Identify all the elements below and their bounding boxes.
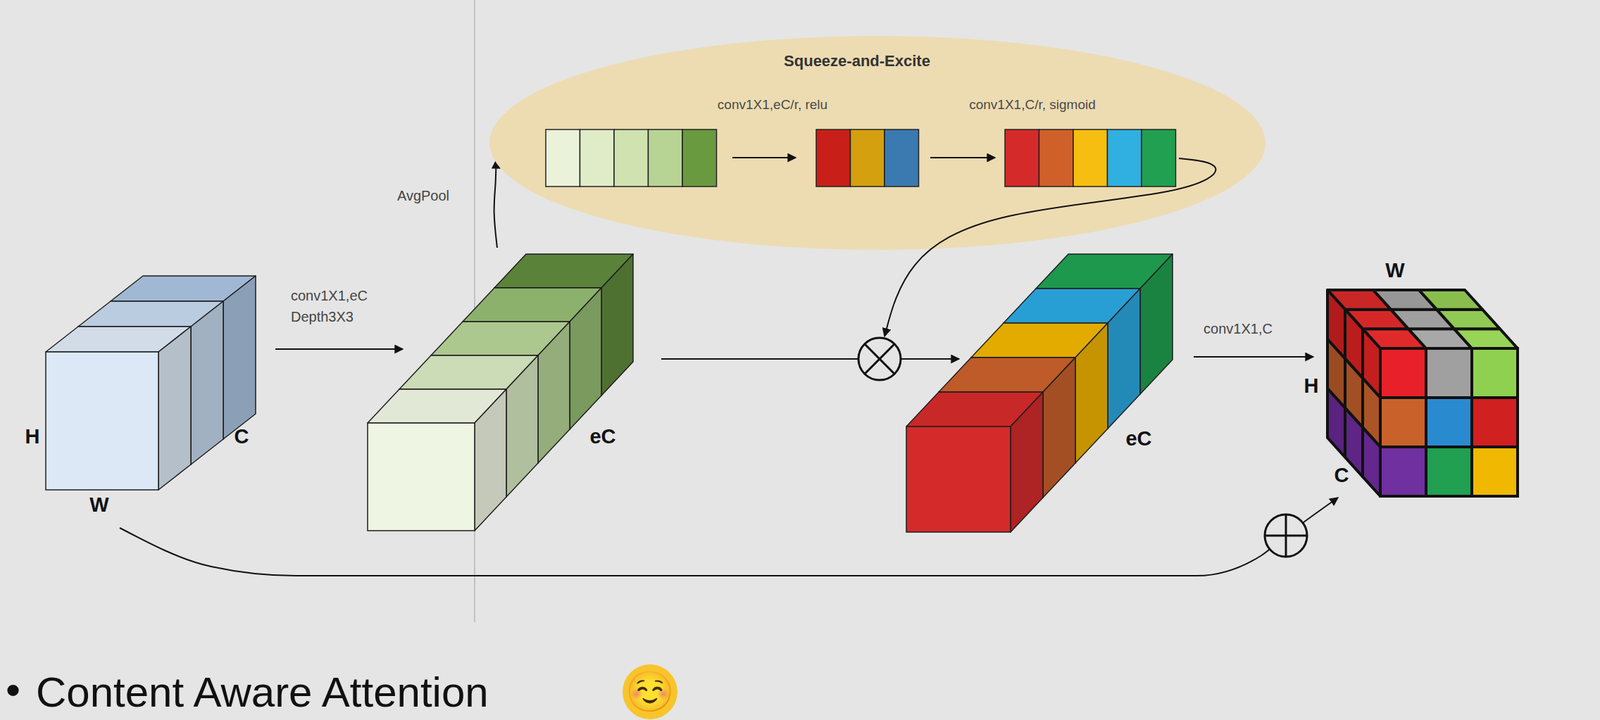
slab-side [506,355,539,498]
add-symbol [1264,514,1308,558]
tensor-slab [367,389,507,531]
vector-cell [682,129,717,187]
reweighted-tensor [906,254,1173,533]
se-ellipse [489,35,1266,250]
cube-cell [1471,397,1518,448]
operation-label: conv1X1,C/r, sigmoid [969,96,1096,114]
vector-cell [545,129,581,187]
cube-cell [1419,290,1483,310]
slide-text: Content Aware Attention [35,666,489,720]
dimension-label: H [1304,373,1320,399]
scale-arrow [884,158,1216,337]
se-arrow [732,157,796,159]
symbol-stroke [864,344,895,374]
slab-front [367,423,475,531]
tensor-slab [906,392,1043,533]
excite-vector [1004,129,1177,187]
cube-cell [1426,348,1472,398]
cube-cell [1426,397,1472,448]
connector [119,497,1339,577]
vector-cell [614,129,649,187]
vector-cell [1141,129,1177,187]
slab-front [45,352,159,491]
slab-side [223,276,256,440]
slab-side [1042,357,1076,498]
slab-front [906,426,1011,533]
dimension-label: C [1334,463,1350,489]
slab-side [1107,288,1141,429]
cube-cell [1471,447,1518,497]
slab-side [474,389,507,531]
dimension-label: eC [589,424,616,450]
slab-side [538,321,570,464]
vector-cell [580,129,615,187]
emoji: ☺️ [622,664,678,720]
dimension-label: W [1385,258,1405,284]
connector [661,358,960,360]
vector-cell [816,129,851,187]
reweighted-tensor-block: eC [906,254,1173,533]
edge-label: conv1X1,eC Depth3X3 [290,285,383,328]
connector [1193,356,1314,358]
vector-cell [1004,129,1040,187]
cube-cell [1327,388,1346,458]
expanded-tensor-block: eC [367,254,634,531]
slab-side [569,288,602,430]
region-title: Squeeze-and-Excite [783,52,931,71]
slab-side [1010,392,1043,533]
symbol-circle [858,338,901,381]
edge-label: AvgPool [397,185,450,207]
input-tensor-block: HCW [45,276,256,491]
se-arrow [930,157,996,159]
cube-cell [1426,447,1472,497]
squeeze-excite-region: Squeeze-and-Excite [489,35,1266,250]
vector-cell [884,129,920,187]
dimension-label: eC [1125,426,1152,452]
output-tensor [1327,290,1518,497]
cube-cell [1454,328,1518,349]
vector-cell [1073,129,1108,187]
cube-cell [1436,309,1500,330]
vector-cell [850,129,886,187]
cube-cell [1380,447,1427,497]
vector-cell [648,129,684,187]
operation-label: conv1X1,eC/r, relu [717,96,828,114]
slab-side [158,326,191,491]
dimension-label: W [89,492,109,518]
connector [494,160,498,248]
dimension-label: C [234,424,250,450]
cube-cell [1380,397,1427,448]
tensor-slab [45,326,191,491]
input-tensor [45,276,256,491]
reduced-vector [816,129,920,187]
symbol-stroke [864,344,895,374]
multiply-symbol [858,338,901,381]
edge-label: conv1X1,C [1203,318,1273,340]
symbol-circle [1264,514,1308,558]
connector [275,348,403,350]
vector-cell [1039,129,1074,187]
expanded-tensor [367,254,634,531]
dimension-label: H [25,424,41,450]
cube-cell [1471,348,1518,398]
slab-side [601,254,634,396]
cube-cell [1380,348,1427,398]
cube-cell [1362,427,1381,497]
bullet: • [5,664,21,717]
vector-cell [1107,129,1143,187]
slab-side [1140,254,1173,395]
slab-side [190,301,224,465]
pooled-vector [545,129,717,187]
slab-side [1075,323,1108,464]
output-tensor-block: WHC [1327,290,1518,497]
symbol-stroke [1285,514,1288,558]
